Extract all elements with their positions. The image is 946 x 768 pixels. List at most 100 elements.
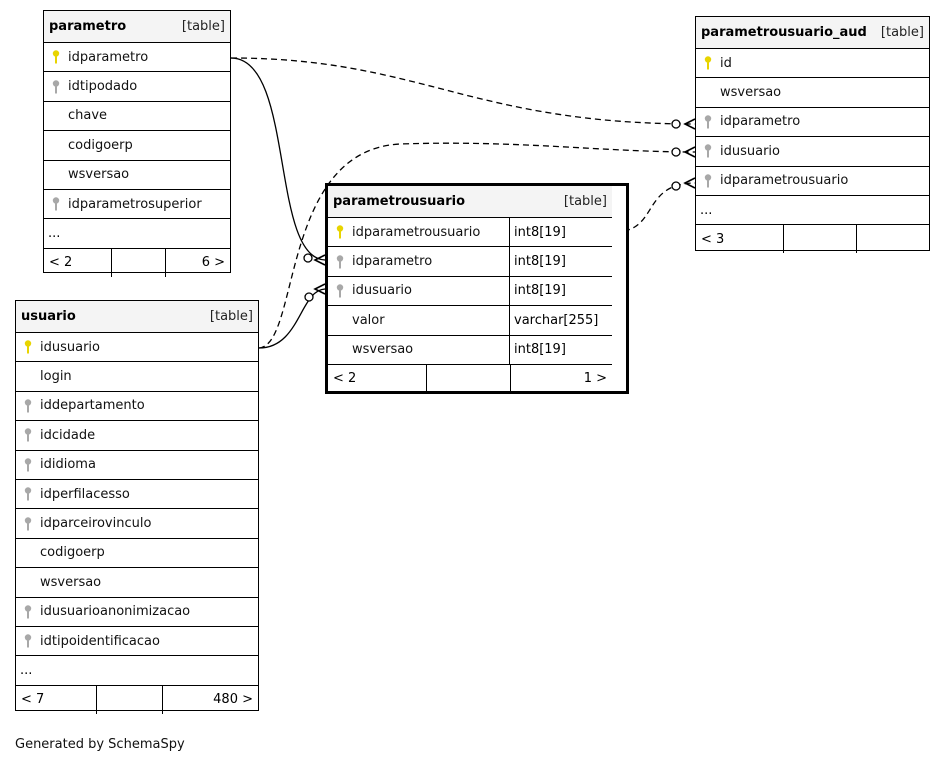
column-row-id[interactable]: id (696, 49, 929, 79)
column-type: int8[19] (509, 218, 612, 247)
parents-count[interactable]: < 2 (333, 371, 357, 387)
column-list: idparametro idtipodado chave codigoerp wsver… (44, 43, 230, 220)
children-count[interactable]: 6 > (165, 248, 230, 277)
column-name-cell: idusuario (16, 333, 258, 361)
column-name: idparametro (68, 49, 149, 65)
foreign-key-icon (328, 254, 352, 269)
column-row-idparametro[interactable]: idparametro (696, 108, 929, 138)
crows-foot (683, 146, 696, 158)
parents-count[interactable]: < 2 (49, 255, 73, 271)
footer-middle (96, 685, 162, 714)
column-name: wsversao (40, 574, 102, 590)
foreign-key-icon (16, 487, 40, 501)
children-count[interactable]: 1 > (510, 364, 612, 393)
column-name-cell: idparametro (44, 43, 230, 71)
column-row-idperfilacesso[interactable]: idperfilacesso (16, 480, 258, 510)
column-list: id wsversao idparametro idusuario idparametr… (696, 49, 929, 196)
column-row-idusuarioanonimizacao[interactable]: idusuarioanonimizacao (16, 598, 258, 627)
foreign-key-icon (44, 79, 68, 94)
column-name-cell: idparametro (696, 108, 929, 136)
foreign-key-icon (328, 284, 352, 298)
table-header: usuario [table] (16, 301, 258, 333)
column-row-idparametro[interactable]: idparametro int8[19] (328, 247, 612, 277)
foreign-key-icon (44, 197, 68, 211)
column-name-cell: wsversao (44, 161, 230, 189)
column-row-wsversao[interactable]: wsversao (696, 78, 929, 108)
column-row-idparceirovinculo[interactable]: idparceirovinculo (16, 509, 258, 539)
column-row-idparametro[interactable]: idparametro (44, 43, 230, 73)
children-count[interactable]: 480 > (162, 685, 258, 714)
edge-usuario-aud (258, 142, 697, 349)
column-name-cell: codigoerp (16, 539, 258, 567)
column-row-wsversao[interactable]: wsversao (16, 568, 258, 598)
column-name: idparametro (720, 114, 801, 130)
column-name-cell: id (696, 49, 929, 77)
table-name: usuario (21, 309, 76, 324)
column-name-cell: idperfilacesso (16, 480, 258, 508)
column-type: int8[19] (509, 247, 612, 276)
edge-parametro-aud (230, 57, 697, 125)
column-name-cell: idparceirovinculo (16, 509, 258, 537)
footer-middle (783, 225, 856, 254)
primary-key-icon (44, 50, 68, 64)
edge-end-circle (671, 147, 681, 157)
column-name: wsversao (720, 85, 782, 101)
column-name-cell: codigoerp (44, 131, 230, 159)
column-row-chave[interactable]: chave (44, 102, 230, 132)
column-name-cell: idusuarioanonimizacao (16, 598, 258, 626)
column-name-cell: login (16, 362, 258, 390)
column-name: idusuario (352, 283, 412, 299)
table-name: parametrousuario_aud (701, 25, 867, 40)
table-tag: [table] (880, 25, 924, 40)
edge-parametro-parametrousuario (230, 57, 326, 261)
crows-foot (313, 254, 326, 266)
foreign-key-icon (16, 605, 40, 619)
table-parametro[interactable]: parametro [table] idparametro idtipodado c… (43, 10, 231, 277)
column-row-codigoerp[interactable]: codigoerp (44, 131, 230, 161)
footer-middle (426, 364, 510, 393)
column-name: chave (68, 108, 108, 124)
table-name: parametrousuario (333, 194, 465, 209)
parents-count[interactable]: < 3 (701, 231, 725, 247)
column-name: idtipoidentificacao (40, 633, 160, 649)
column-name-cell: idtipoidentificacao (16, 627, 258, 655)
column-row-idtipoidentificacao[interactable]: idtipoidentificacao (16, 627, 258, 657)
column-row-ididioma[interactable]: ididioma (16, 451, 258, 480)
column-name-cell: idparametrosuperior (44, 190, 230, 218)
table-header: parametrousuario [table] (328, 186, 612, 218)
column-name-cell: idparametro (328, 247, 509, 275)
table-footer: < 3 (696, 225, 929, 254)
table-tag: [table] (181, 19, 225, 34)
table-footer: < 2 6 > (44, 248, 230, 277)
children-count[interactable] (856, 225, 929, 254)
column-row-codigoerp[interactable]: codigoerp (16, 539, 258, 569)
table-header: parametrousuario_aud [table] (696, 17, 929, 49)
column-name: idparametro (352, 254, 433, 270)
column-row-idparametrosuperior[interactable]: idparametrosuperior (44, 190, 230, 220)
column-row-idtipodado[interactable]: idtipodado (44, 72, 230, 102)
table-parametrousuario[interactable]: parametrousuario [table] idparametrousua… (325, 183, 629, 394)
foreign-key-icon (696, 115, 720, 129)
table-name: parametro (49, 19, 127, 34)
table-tag: [table] (563, 194, 607, 209)
column-name: wsversao (68, 167, 130, 183)
column-row-idusuario[interactable]: idusuario (16, 333, 258, 363)
column-name-cell: chave (44, 102, 230, 130)
column-row-login[interactable]: login (16, 362, 258, 392)
column-row-iddepartamento[interactable]: iddepartamento (16, 392, 258, 422)
column-row-wsversao[interactable]: wsversao (44, 161, 230, 190)
column-name-cell: wsversao (16, 568, 258, 596)
column-row-idusuario[interactable]: idusuario (696, 137, 929, 167)
column-name: idparametrousuario (720, 173, 849, 189)
column-name: idcidade (40, 427, 96, 443)
column-row-idparametrousuario[interactable]: idparametrousuario (696, 167, 929, 196)
crows-foot (683, 177, 696, 189)
column-row-idcidade[interactable]: idcidade (16, 421, 258, 451)
parents-count[interactable]: < 7 (21, 692, 45, 708)
